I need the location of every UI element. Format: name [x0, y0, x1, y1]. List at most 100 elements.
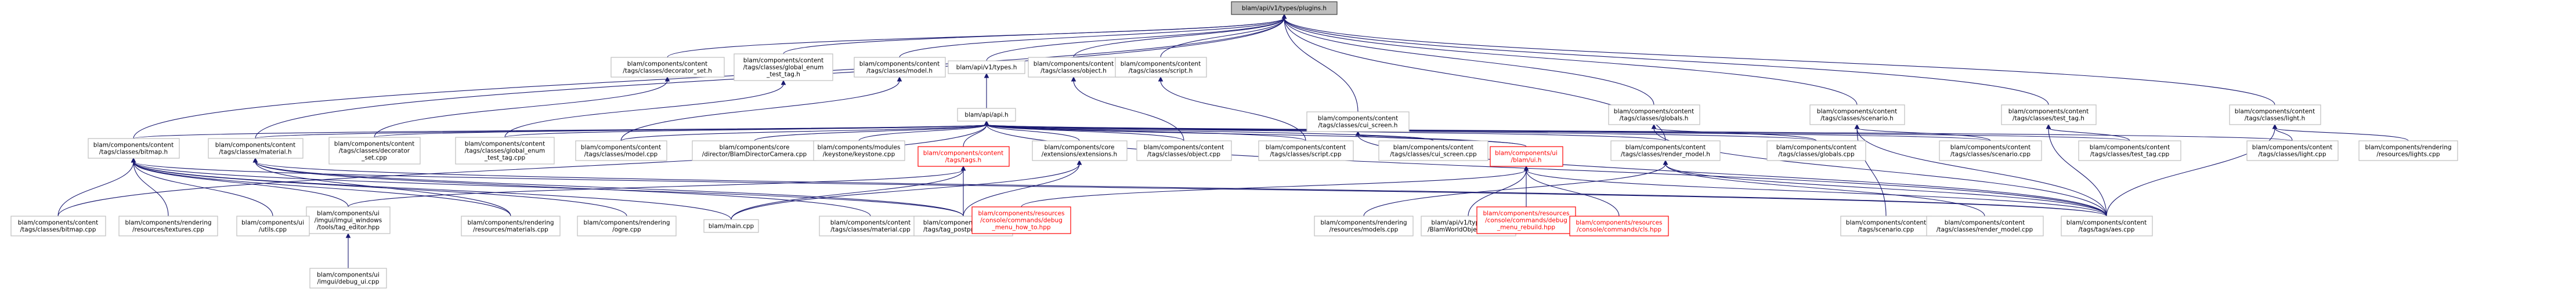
graph-node[interactable]: blam/components/modules/keystone/keyston… — [813, 140, 905, 161]
node-box — [1378, 140, 1488, 161]
node-box — [703, 219, 759, 233]
node-box — [1766, 140, 1866, 161]
graph-node[interactable]: blam/components/content/tags/classes/mod… — [575, 140, 667, 161]
graph-node[interactable]: blam/components/content/tags/classes/obj… — [1028, 57, 1120, 78]
node-label: /tags/classes/object.cpp — [1147, 151, 1220, 158]
graph-node[interactable]: blam/components/content/tags/classes/scr… — [1115, 57, 1207, 78]
node-label: blam/components/content — [1945, 220, 2025, 227]
graph-node[interactable]: blam/components/content/tags/classes/glo… — [1766, 140, 1866, 161]
include-edge — [1160, 13, 1287, 58]
edge-line — [731, 169, 964, 220]
edge-line — [1284, 17, 1654, 105]
edge-arrowhead — [781, 79, 786, 85]
graph-node[interactable]: blam/components/content/tags/classes/mat… — [819, 216, 922, 236]
graph-node[interactable]: blam/components/content/tags/classes/dec… — [328, 137, 421, 165]
graph-node[interactable]: blam/components/resources/console/comman… — [1476, 206, 1576, 234]
node-label: blam/components/content — [923, 150, 1003, 157]
graph-node[interactable]: blam/components/content/tags/classes/scr… — [1258, 140, 1354, 161]
node-label: /tags/classes/global_enum — [465, 148, 545, 155]
graph-node[interactable]: blam/components/content/tags/classes/cui… — [1378, 140, 1488, 161]
graph-node[interactable]: blam/components/content/tags/classes/mod… — [854, 57, 946, 78]
graph-node[interactable]: blam/components/content/tags/classes/lig… — [2229, 104, 2321, 125]
graph-node[interactable]: blam/api/v1/types.h — [948, 60, 1025, 74]
graph-node[interactable]: blam/components/content/tags/classes/bit… — [88, 138, 180, 159]
graph-node[interactable]: blam/components/content/tags/classes/lig… — [2246, 140, 2339, 161]
graph-node[interactable]: blam/components/content/tags/classes/tes… — [2078, 140, 2181, 161]
node-box — [1115, 57, 1207, 78]
node-label: blam/components/ui — [317, 272, 380, 279]
edge-line — [1284, 17, 2049, 105]
include-edge — [1523, 165, 2107, 217]
graph-node[interactable]: blam/components/content/tags/classes/dec… — [610, 57, 725, 78]
node-label: blam/components/rendering — [583, 220, 670, 227]
graph-node[interactable]: blam/components/content/tags/classes/sce… — [1939, 140, 2042, 161]
graph-node[interactable]: blam/api/v1/types/plugins.h — [1231, 1, 1338, 15]
edge-arrowhead — [1355, 130, 1361, 136]
graph-node[interactable]: blam/components/content/tags/classes/glo… — [455, 137, 555, 165]
graph-node[interactable]: blam/components/core/director/BlamDirect… — [692, 140, 817, 161]
node-box — [971, 206, 1071, 234]
node-box — [1490, 146, 1563, 167]
node-label: _test_tag.cpp — [484, 155, 526, 162]
graph-node[interactable]: blam/api/api.h — [957, 108, 1016, 122]
graph-node[interactable]: blam/components/content/tags/classes/glo… — [1608, 104, 1700, 125]
edge-line — [783, 17, 1285, 54]
graph-node[interactable]: blam/components/content/tags/classes/tes… — [2001, 104, 2097, 125]
edge-line — [754, 124, 987, 141]
node-box — [577, 216, 677, 236]
edge-line — [1526, 169, 1620, 217]
node-label: /tags/tags.h — [945, 157, 981, 164]
graph-node[interactable]: blam/components/content/tags/classes/obj… — [1136, 140, 1232, 161]
graph-node[interactable]: blam/components/rendering/resources/mate… — [461, 216, 561, 236]
edge-arrowhead — [252, 157, 258, 163]
edge-line — [620, 124, 987, 141]
graph-node[interactable]: blam/components/content/tags/classes/cui… — [1306, 111, 1410, 132]
edge-line — [133, 161, 732, 220]
graph-node[interactable]: blam/components/resources/console/comman… — [971, 206, 1071, 234]
include-edge — [1523, 165, 1529, 207]
graph-node[interactable]: blam/components/rendering/resources/ligh… — [2358, 140, 2458, 161]
node-box — [10, 216, 106, 236]
node-label: /console/commands/cls.hpp — [1577, 227, 1661, 234]
graph-node[interactable]: blam/components/content/tags/classes/glo… — [734, 53, 833, 81]
graph-node[interactable]: blam/components/rendering/resources/mode… — [1314, 216, 1414, 236]
edge-line — [133, 17, 1285, 139]
graph-node[interactable]: blam/components/rendering/resources/text… — [118, 216, 218, 236]
include-edge — [1281, 13, 1359, 112]
node-box — [1028, 57, 1120, 78]
graph-node[interactable]: blam/components/content/tags/tags/aes.cp… — [2061, 216, 2153, 236]
graph-node[interactable]: blam/components/ui/imgui/imgui_windows/t… — [306, 206, 391, 234]
node-box — [1809, 104, 1905, 125]
node-label: /imgui/imgui_windows — [315, 217, 382, 224]
node-label: blam/components/rendering — [125, 220, 211, 227]
include-edge — [1281, 13, 2275, 105]
node-label: /keystone/keystone.cpp — [823, 151, 895, 158]
graph-node[interactable]: blam/components/content/tags/classes/sce… — [1809, 104, 1905, 125]
edge-line — [731, 163, 1080, 220]
node-box — [2061, 216, 2153, 236]
node-label: /tools/tag_editor.hpp — [317, 224, 380, 231]
node-label: blam/components/content — [465, 141, 545, 148]
graph-node[interactable]: blam/components/rendering/ogre.cpp — [577, 216, 677, 236]
graph-node[interactable]: blam/components/content/tags/scenario.cp… — [1840, 216, 1932, 236]
node-box — [575, 140, 667, 161]
graph-node[interactable]: blam/components/content/tags/classes/mat… — [208, 138, 304, 159]
node-box — [2229, 104, 2321, 125]
node-box — [813, 140, 905, 161]
graph-node[interactable]: blam/components/core/extensions/extensio… — [1032, 140, 1128, 161]
graph-node[interactable]: blam/components/ui/utils.cpp — [236, 216, 310, 236]
include-edge — [667, 13, 1287, 58]
graph-node[interactable]: blam/components/ui/imgui/debug_ui.cpp — [309, 268, 387, 289]
include-edge — [899, 13, 1287, 58]
graph-node[interactable]: blam/components/ui/blam/ui.h — [1490, 146, 1563, 167]
graph-node[interactable]: blam/main.cpp — [703, 219, 759, 233]
graph-node[interactable]: blam/components/content/tags/tags.h — [917, 146, 1010, 167]
node-label: blam/components/content — [18, 220, 98, 227]
graph-node[interactable]: blam/components/content/tags/classes/ren… — [1926, 216, 2044, 236]
node-box — [2246, 140, 2339, 161]
node-box — [1476, 206, 1576, 234]
graph-node[interactable]: blam/components/content/tags/classes/ren… — [1610, 140, 1721, 161]
graph-node[interactable]: blam/components/resources/console/comman… — [1569, 216, 1669, 236]
graph-node[interactable]: blam/components/content/tags/classes/bit… — [10, 216, 106, 236]
